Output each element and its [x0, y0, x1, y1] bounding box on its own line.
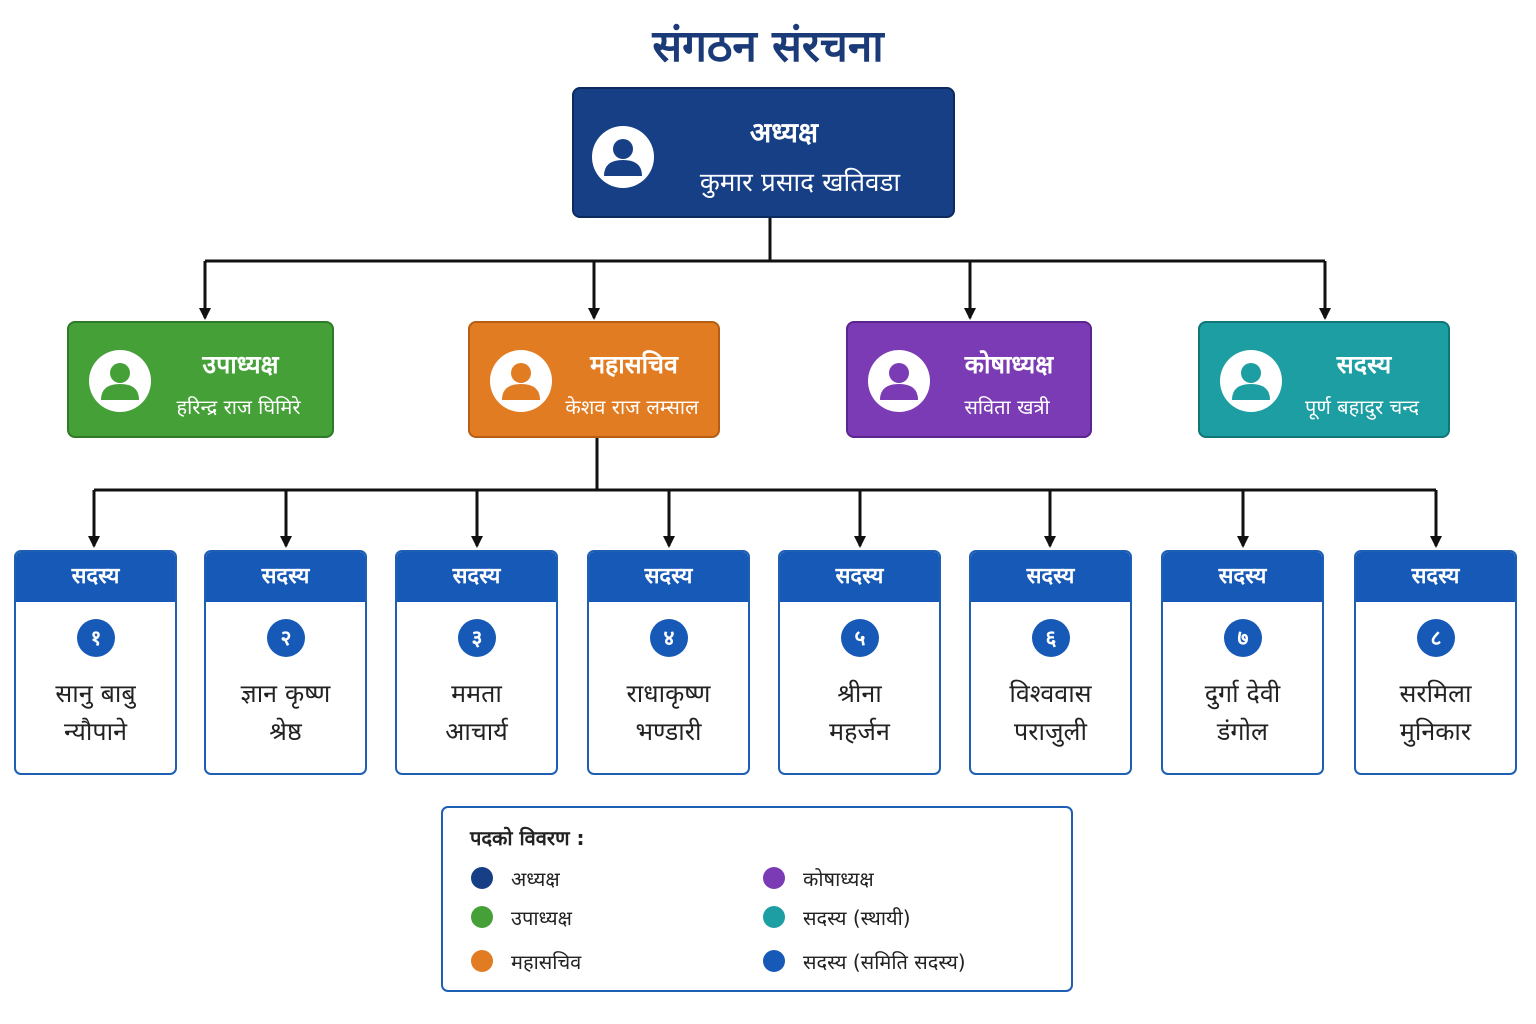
legend-label: सदस्य (समिति सदस्य)	[803, 950, 966, 974]
legend: पदको विवरण : अध्यक्ष उपाध्यक्ष महासचिव क…	[441, 806, 1073, 992]
person-icon	[592, 126, 654, 188]
member-name-line: ज्ञान कृष्ण	[240, 679, 331, 708]
officer-name: पूर्ण बहादुर चन्द	[1304, 395, 1420, 419]
member-card-5: सदस्य ५ श्रीना महर्जन	[778, 550, 941, 775]
member-card-4: सदस्य ४ राधाकृष्ण भण्डारी	[587, 550, 750, 775]
member-name-line: श्रीना	[837, 679, 882, 708]
member-number-badge: ८	[1417, 619, 1455, 657]
member-number-badge: ४	[650, 619, 688, 657]
general-secretary-box: महासचिव केशव राज लम्साल	[468, 321, 720, 438]
legend-dot	[471, 867, 493, 889]
member-name-line: पराजुली	[1014, 717, 1087, 746]
member-number-badge: १	[77, 619, 115, 657]
legend-label: सदस्य (स्थायी)	[803, 906, 911, 930]
person-icon	[868, 350, 930, 412]
treasurer-box: कोषाध्यक्ष सविता खत्री	[846, 321, 1092, 438]
member-name-line: आचार्य	[445, 717, 508, 746]
legend-dot	[763, 867, 785, 889]
member-name: दुर्गा देवी डंगोल	[1167, 675, 1318, 751]
member-card-3: सदस्य ३ ममता आचार्य	[395, 550, 558, 775]
member-name-line: दुर्गा देवी	[1204, 679, 1281, 708]
member-name-line: डंगोल	[1217, 717, 1268, 746]
person-icon	[89, 350, 151, 412]
member-name: सरमिला मुनिकार	[1360, 675, 1511, 751]
member-header: सदस्य	[397, 552, 556, 602]
permanent-member-box: सदस्य पूर्ण बहादुर चन्द	[1198, 321, 1450, 438]
legend-dot	[763, 906, 785, 928]
member-header: सदस्य	[780, 552, 939, 602]
member-name-line: मुनिकार	[1399, 717, 1472, 746]
legend-title: पदको विवरण :	[470, 826, 585, 850]
member-name-line: महर्जन	[829, 717, 890, 746]
member-name-line: न्यौपाने	[64, 717, 127, 746]
member-name-line: भण्डारी	[635, 717, 702, 746]
member-header: सदस्य	[971, 552, 1130, 602]
legend-label: महासचिव	[511, 950, 582, 974]
member-name-line: सरमिला	[1399, 679, 1472, 708]
legend-dot	[471, 906, 493, 928]
member-number-badge: २	[267, 619, 305, 657]
member-name-line: विश्ववास	[1009, 679, 1092, 708]
member-number-badge: ५	[841, 619, 879, 657]
member-name: विश्ववास पराजुली	[975, 675, 1126, 751]
member-number-badge: ३	[458, 619, 496, 657]
member-name-line: सानु बाबु	[55, 679, 136, 708]
officer-role: उपाध्यक्ष	[202, 350, 279, 379]
member-name: ममता आचार्य	[401, 675, 552, 751]
officer-name: सविता खत्री	[964, 395, 1050, 419]
member-name-line: श्रेष्ठ	[269, 717, 302, 746]
officer-role: सदस्य	[1336, 350, 1392, 379]
president-box: अध्यक्ष कुमार प्रसाद खतिवडा	[572, 87, 955, 218]
officer-role: कोषाध्यक्ष	[964, 350, 1054, 379]
member-name: सानु बाबु न्यौपाने	[20, 675, 171, 751]
legend-dot	[763, 950, 785, 972]
member-card-7: सदस्य ७ दुर्गा देवी डंगोल	[1161, 550, 1324, 775]
chart-title: संगठन संरचना	[652, 21, 884, 72]
president-role: अध्यक्ष	[749, 116, 819, 149]
officer-name: केशव राज लम्साल	[565, 395, 699, 419]
person-icon	[490, 350, 552, 412]
legend-dot	[471, 950, 493, 972]
member-card-1: सदस्य १ सानु बाबु न्यौपाने	[14, 550, 177, 775]
member-number-badge: ७	[1224, 619, 1262, 657]
vice-president-box: उपाध्यक्ष हरिन्द्र राज घिमिरे	[67, 321, 334, 438]
member-header: सदस्य	[1163, 552, 1322, 602]
person-icon	[1220, 350, 1282, 412]
legend-label: कोषाध्यक्ष	[803, 867, 874, 891]
officer-name: हरिन्द्र राज घिमिरे	[176, 395, 301, 419]
member-name: श्रीना महर्जन	[784, 675, 935, 751]
member-header: सदस्य	[589, 552, 748, 602]
member-header: सदस्य	[206, 552, 365, 602]
member-card-2: सदस्य २ ज्ञान कृष्ण श्रेष्ठ	[204, 550, 367, 775]
member-header: सदस्य	[1356, 552, 1515, 602]
member-name: ज्ञान कृष्ण श्रेष्ठ	[210, 675, 361, 751]
member-header: सदस्य	[16, 552, 175, 602]
member-name: राधाकृष्ण भण्डारी	[593, 675, 744, 751]
member-number-badge: ६	[1032, 619, 1070, 657]
legend-label: अध्यक्ष	[511, 867, 560, 891]
member-name-line: राधाकृष्ण	[626, 679, 711, 708]
president-name: कुमार प्रसाद खतिवडा	[699, 168, 901, 198]
member-card-8: सदस्य ८ सरमिला मुनिकार	[1354, 550, 1517, 775]
member-name-line: ममता	[451, 679, 502, 708]
member-card-6: सदस्य ६ विश्ववास पराजुली	[969, 550, 1132, 775]
officer-role: महासचिव	[590, 350, 678, 379]
legend-label: उपाध्यक्ष	[511, 906, 572, 930]
